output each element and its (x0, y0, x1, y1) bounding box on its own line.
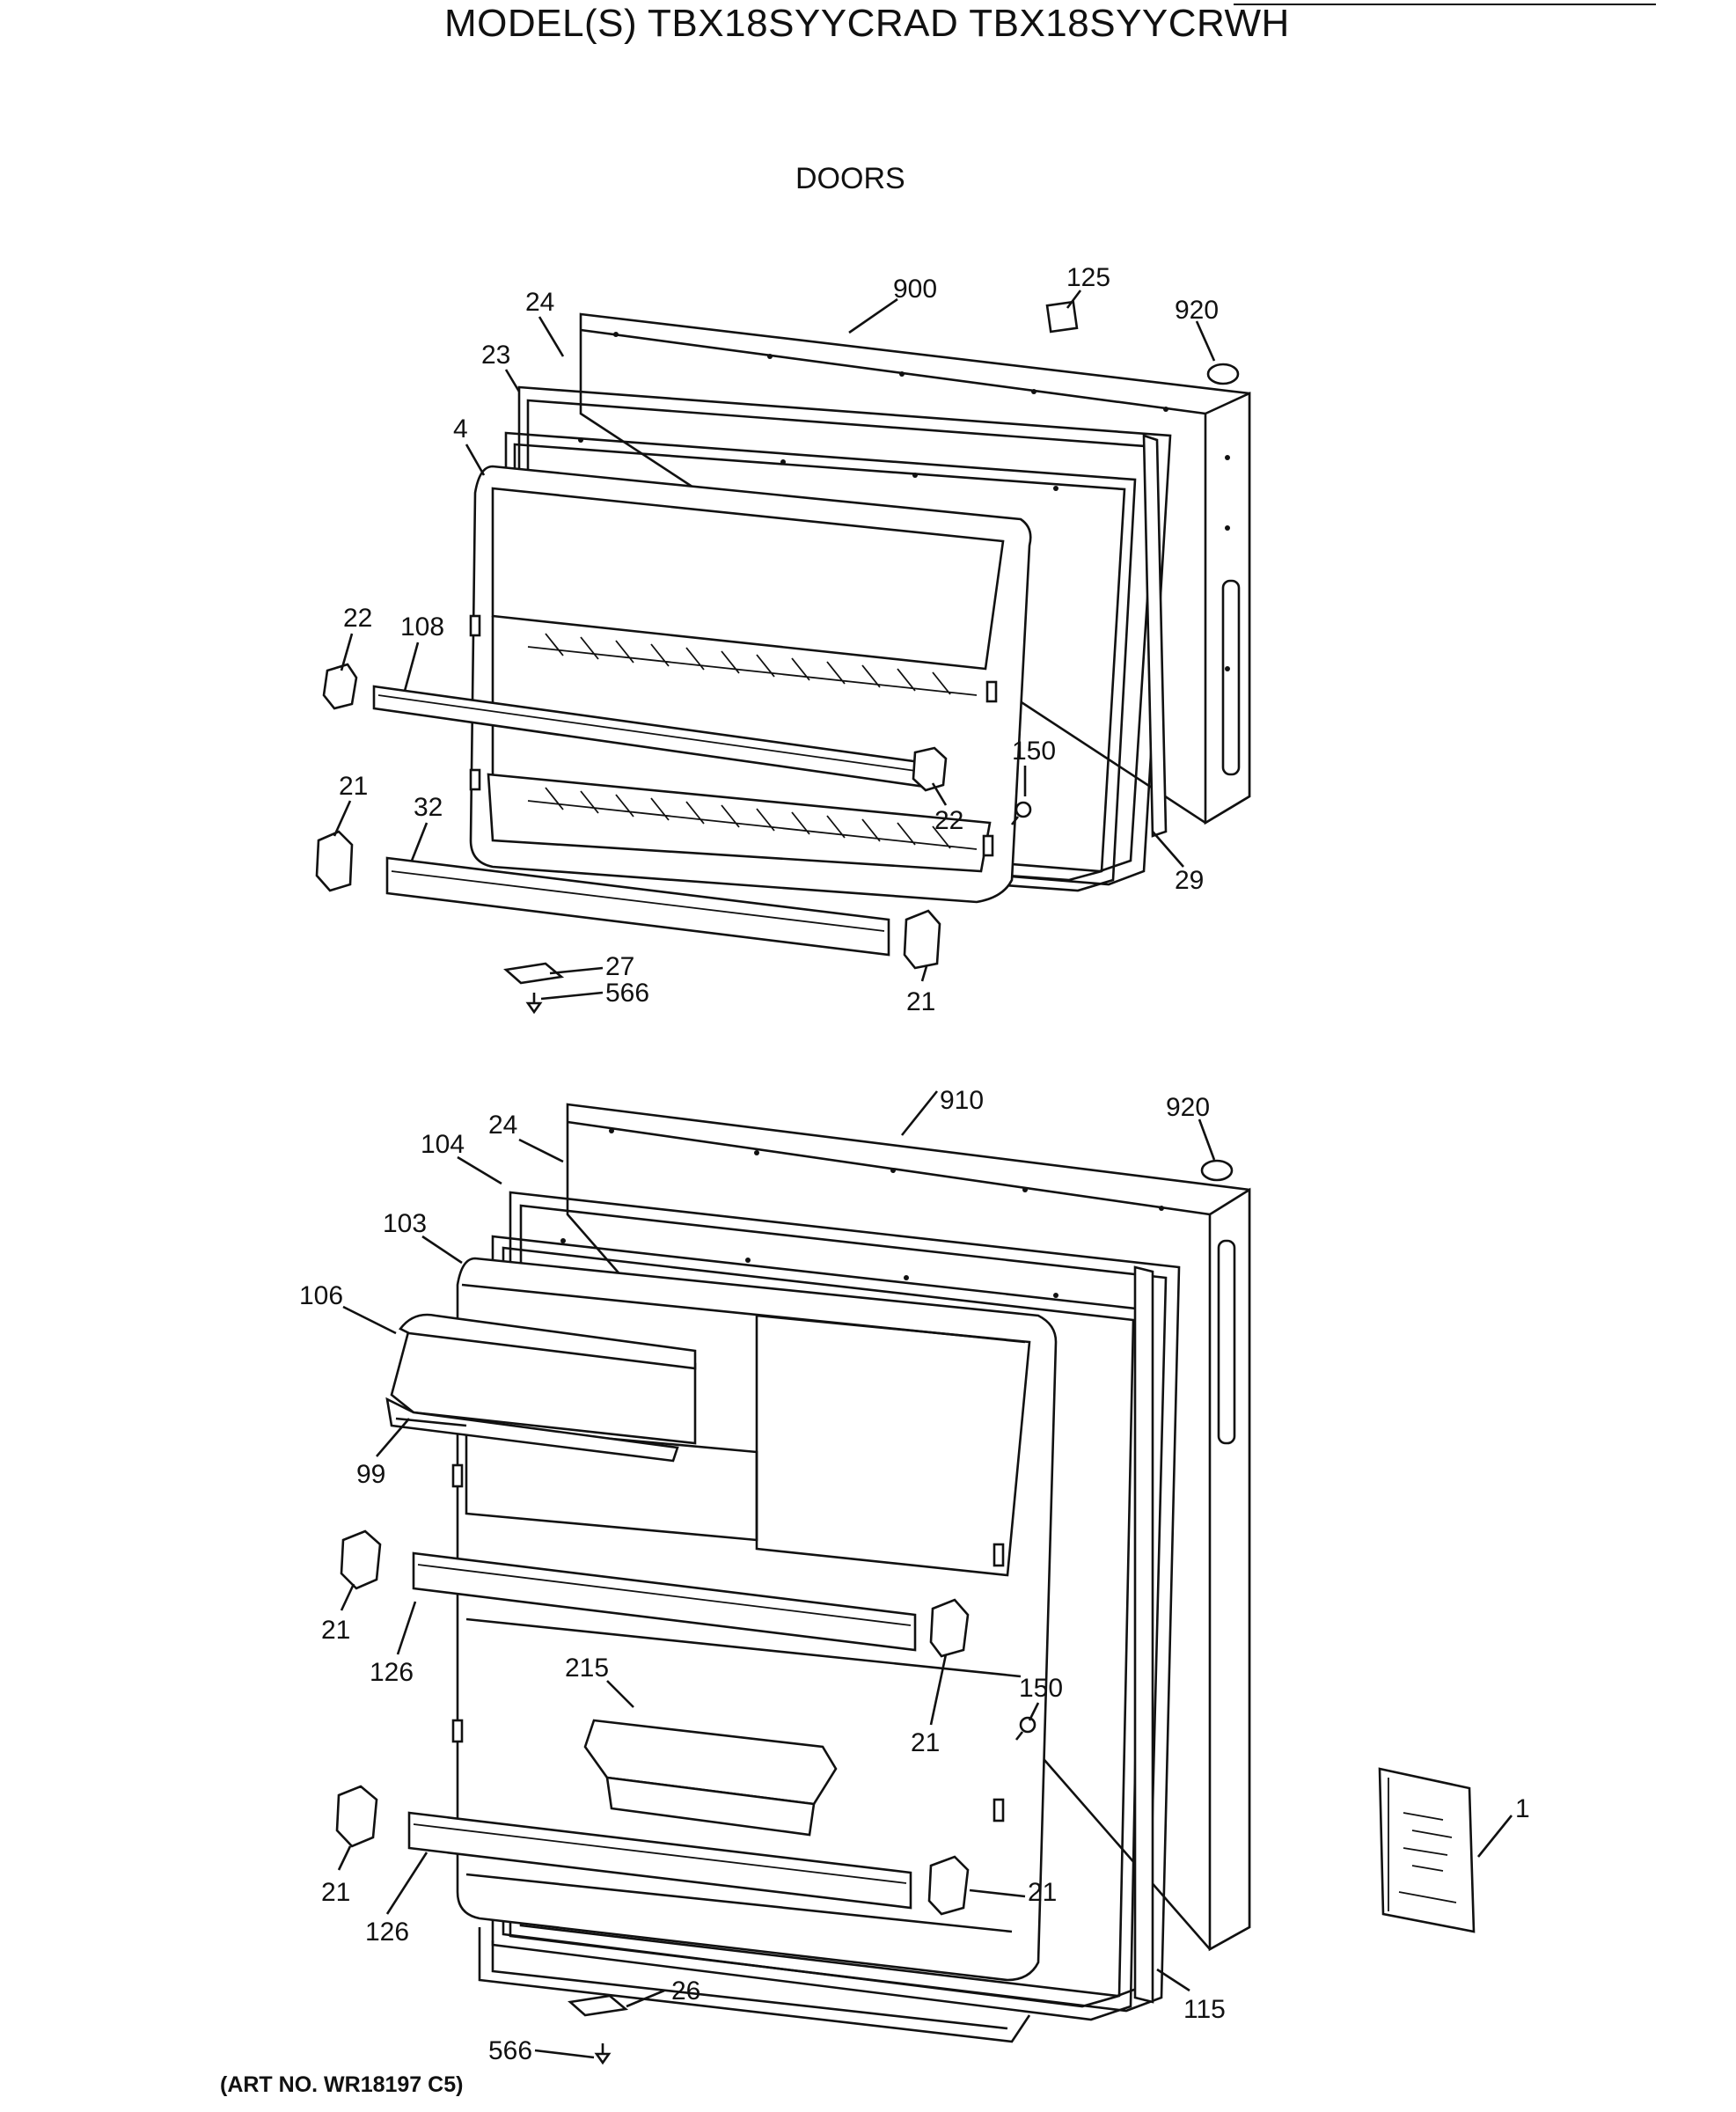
shelf-support-21-upper-right (929, 1598, 970, 1658)
label-900: 900 (893, 275, 937, 304)
cap-920 (1200, 1159, 1234, 1182)
label-108: 108 (400, 612, 444, 642)
page-title: MODEL(S) TBX18SYYCRAD TBX18SYYCRWH (444, 2, 1290, 45)
label-21-lower-right: 21 (1028, 1878, 1057, 1907)
screw-150 (1014, 1716, 1036, 1741)
freezer-door-assembly (315, 300, 1251, 1015)
label-23: 23 (481, 341, 510, 370)
label-566: 566 (605, 979, 649, 1008)
cap-920 (1206, 363, 1240, 385)
label-22-right: 22 (934, 806, 963, 835)
label-115: 115 (1183, 1995, 1226, 2024)
dairy-door-106 (385, 1313, 697, 1463)
freezer-shelf-bar-32 (385, 856, 890, 957)
label-27: 27 (605, 952, 634, 981)
shelf-support-21-lower-right (927, 1855, 970, 1916)
label-1: 1 (1515, 1794, 1530, 1823)
shelf-support-22-right (912, 746, 948, 792)
trim-strip-115 (1133, 1265, 1154, 2004)
label-566: 566 (488, 2036, 532, 2065)
label-103: 103 (383, 1209, 427, 1238)
freezer-part-labels: 900 125 920 24 23 4 22 108 150 22 21 32 … (339, 263, 1219, 1016)
section-title: DOORS (795, 162, 905, 195)
label-106: 106 (299, 1281, 343, 1310)
label-22-left: 22 (343, 604, 372, 633)
label-920: 920 (1175, 296, 1219, 325)
bin-215 (583, 1719, 838, 1837)
fresh-food-door-assembly (335, 1103, 1476, 2065)
shelf-support-21-lower-left (335, 1785, 378, 1848)
shelf-support-22-left (322, 663, 358, 710)
trim-strip-29 (1142, 434, 1168, 838)
label-21-left: 21 (339, 772, 368, 801)
label-24: 24 (525, 288, 554, 317)
label-21-lower-left: 21 (321, 1878, 350, 1907)
fresh-food-part-labels: 910 920 24 104 103 106 99 21 126 215 150… (299, 1086, 1530, 2065)
shelf-support-21-upper-left (340, 1529, 382, 1590)
label-150: 150 (1019, 1674, 1063, 1703)
label-104: 104 (421, 1130, 465, 1159)
fresh-food-shelf-bar-126-upper (412, 1551, 917, 1652)
label-29: 29 (1175, 866, 1204, 895)
label-32: 32 (414, 793, 443, 822)
hinge-plate-26 (568, 1994, 629, 2017)
label-4: 4 (453, 414, 468, 444)
label-920: 920 (1166, 1093, 1210, 1122)
label-126-lower: 126 (365, 1918, 409, 1947)
label-125: 125 (1066, 263, 1110, 292)
label-21-right: 21 (906, 987, 935, 1016)
label-21-upper-left: 21 (321, 1616, 350, 1645)
art-number: (ART NO. WR18197 C5) (220, 2072, 464, 2097)
label-99: 99 (356, 1460, 385, 1489)
label-21-upper-right: 21 (911, 1728, 940, 1757)
label-910: 910 (940, 1086, 984, 1115)
title-rule (1234, 4, 1656, 5)
freezer-liner-4 (469, 465, 1032, 904)
leader-lines (333, 290, 1513, 2059)
screw-566 (525, 993, 543, 1015)
label-24: 24 (488, 1111, 517, 1140)
screw-566 (594, 2043, 612, 2065)
label-126-upper: 126 (370, 1658, 414, 1687)
label-150: 150 (1012, 737, 1056, 766)
fresh-food-shelf-bar-126-lower (407, 1811, 912, 1910)
label-215: 215 (565, 1654, 609, 1683)
shelf-support-21-left (315, 830, 354, 892)
screw-150 (1010, 801, 1032, 825)
plug-125 (1045, 300, 1079, 334)
hinge-plate-27 (503, 962, 565, 985)
label-26: 26 (671, 1976, 700, 2006)
manual-1 (1378, 1767, 1476, 1933)
shelf-support-21-right (903, 909, 941, 970)
